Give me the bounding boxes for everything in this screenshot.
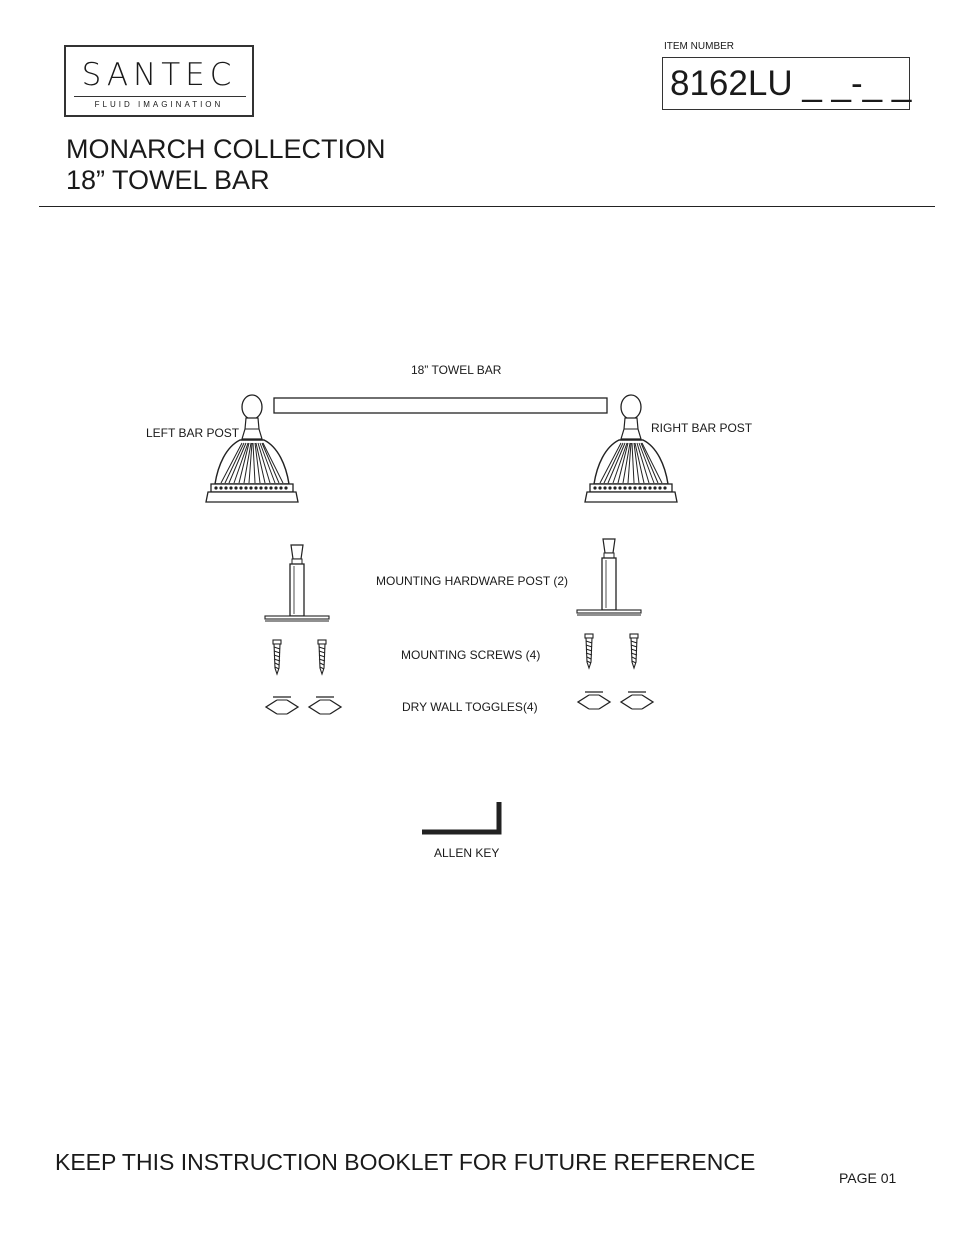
logo-brand-name: SANTEC bbox=[81, 57, 237, 93]
right-bar-post-label: RIGHT BAR POST bbox=[651, 421, 753, 435]
title-divider bbox=[39, 206, 935, 207]
towel-bar-label: 18” TOWEL BAR bbox=[411, 363, 502, 377]
toggle-drawing bbox=[620, 691, 654, 710]
right-mounting-post-drawing bbox=[576, 538, 642, 616]
item-number-value: 8162LU _ _-_ _ bbox=[670, 64, 912, 103]
logo-tagline: FLUID IMAGINATION bbox=[94, 100, 224, 109]
brand-logo: SANTEC FLUID IMAGINATION bbox=[64, 45, 254, 117]
allen-key-label: ALLEN KEY bbox=[434, 846, 500, 860]
screw-drawing bbox=[272, 639, 282, 675]
screw-drawing bbox=[629, 633, 639, 669]
allen-key-drawing bbox=[422, 802, 502, 835]
left-mounting-post-drawing bbox=[264, 544, 330, 622]
mounting-screws-label: MOUNTING SCREWS (4) bbox=[401, 648, 541, 662]
collection-title: MONARCH COLLECTION bbox=[66, 134, 386, 164]
item-number-box: 8162LU _ _-_ _ bbox=[662, 57, 912, 110]
screw-drawing bbox=[584, 633, 594, 669]
screw-drawing bbox=[317, 639, 327, 675]
item-number-label: ITEM NUMBER bbox=[664, 41, 734, 52]
left-bar-post-label: LEFT BAR POST bbox=[146, 426, 240, 440]
toggle-drawing bbox=[577, 691, 611, 710]
footer-note: KEEP THIS INSTRUCTION BOOKLET FOR FUTURE… bbox=[55, 1149, 756, 1175]
drywall-toggles-label: DRY WALL TOGGLES(4) bbox=[402, 700, 538, 714]
mounting-post-label: MOUNTING HARDWARE POST (2) bbox=[376, 574, 569, 588]
toggle-drawing bbox=[265, 696, 299, 715]
product-title: 18” TOWEL BAR bbox=[66, 165, 270, 195]
logo-divider bbox=[74, 96, 246, 97]
toggle-drawing bbox=[308, 696, 342, 715]
page-number: PAGE 01 bbox=[839, 1170, 897, 1186]
towel-bar-drawing bbox=[273, 397, 608, 414]
